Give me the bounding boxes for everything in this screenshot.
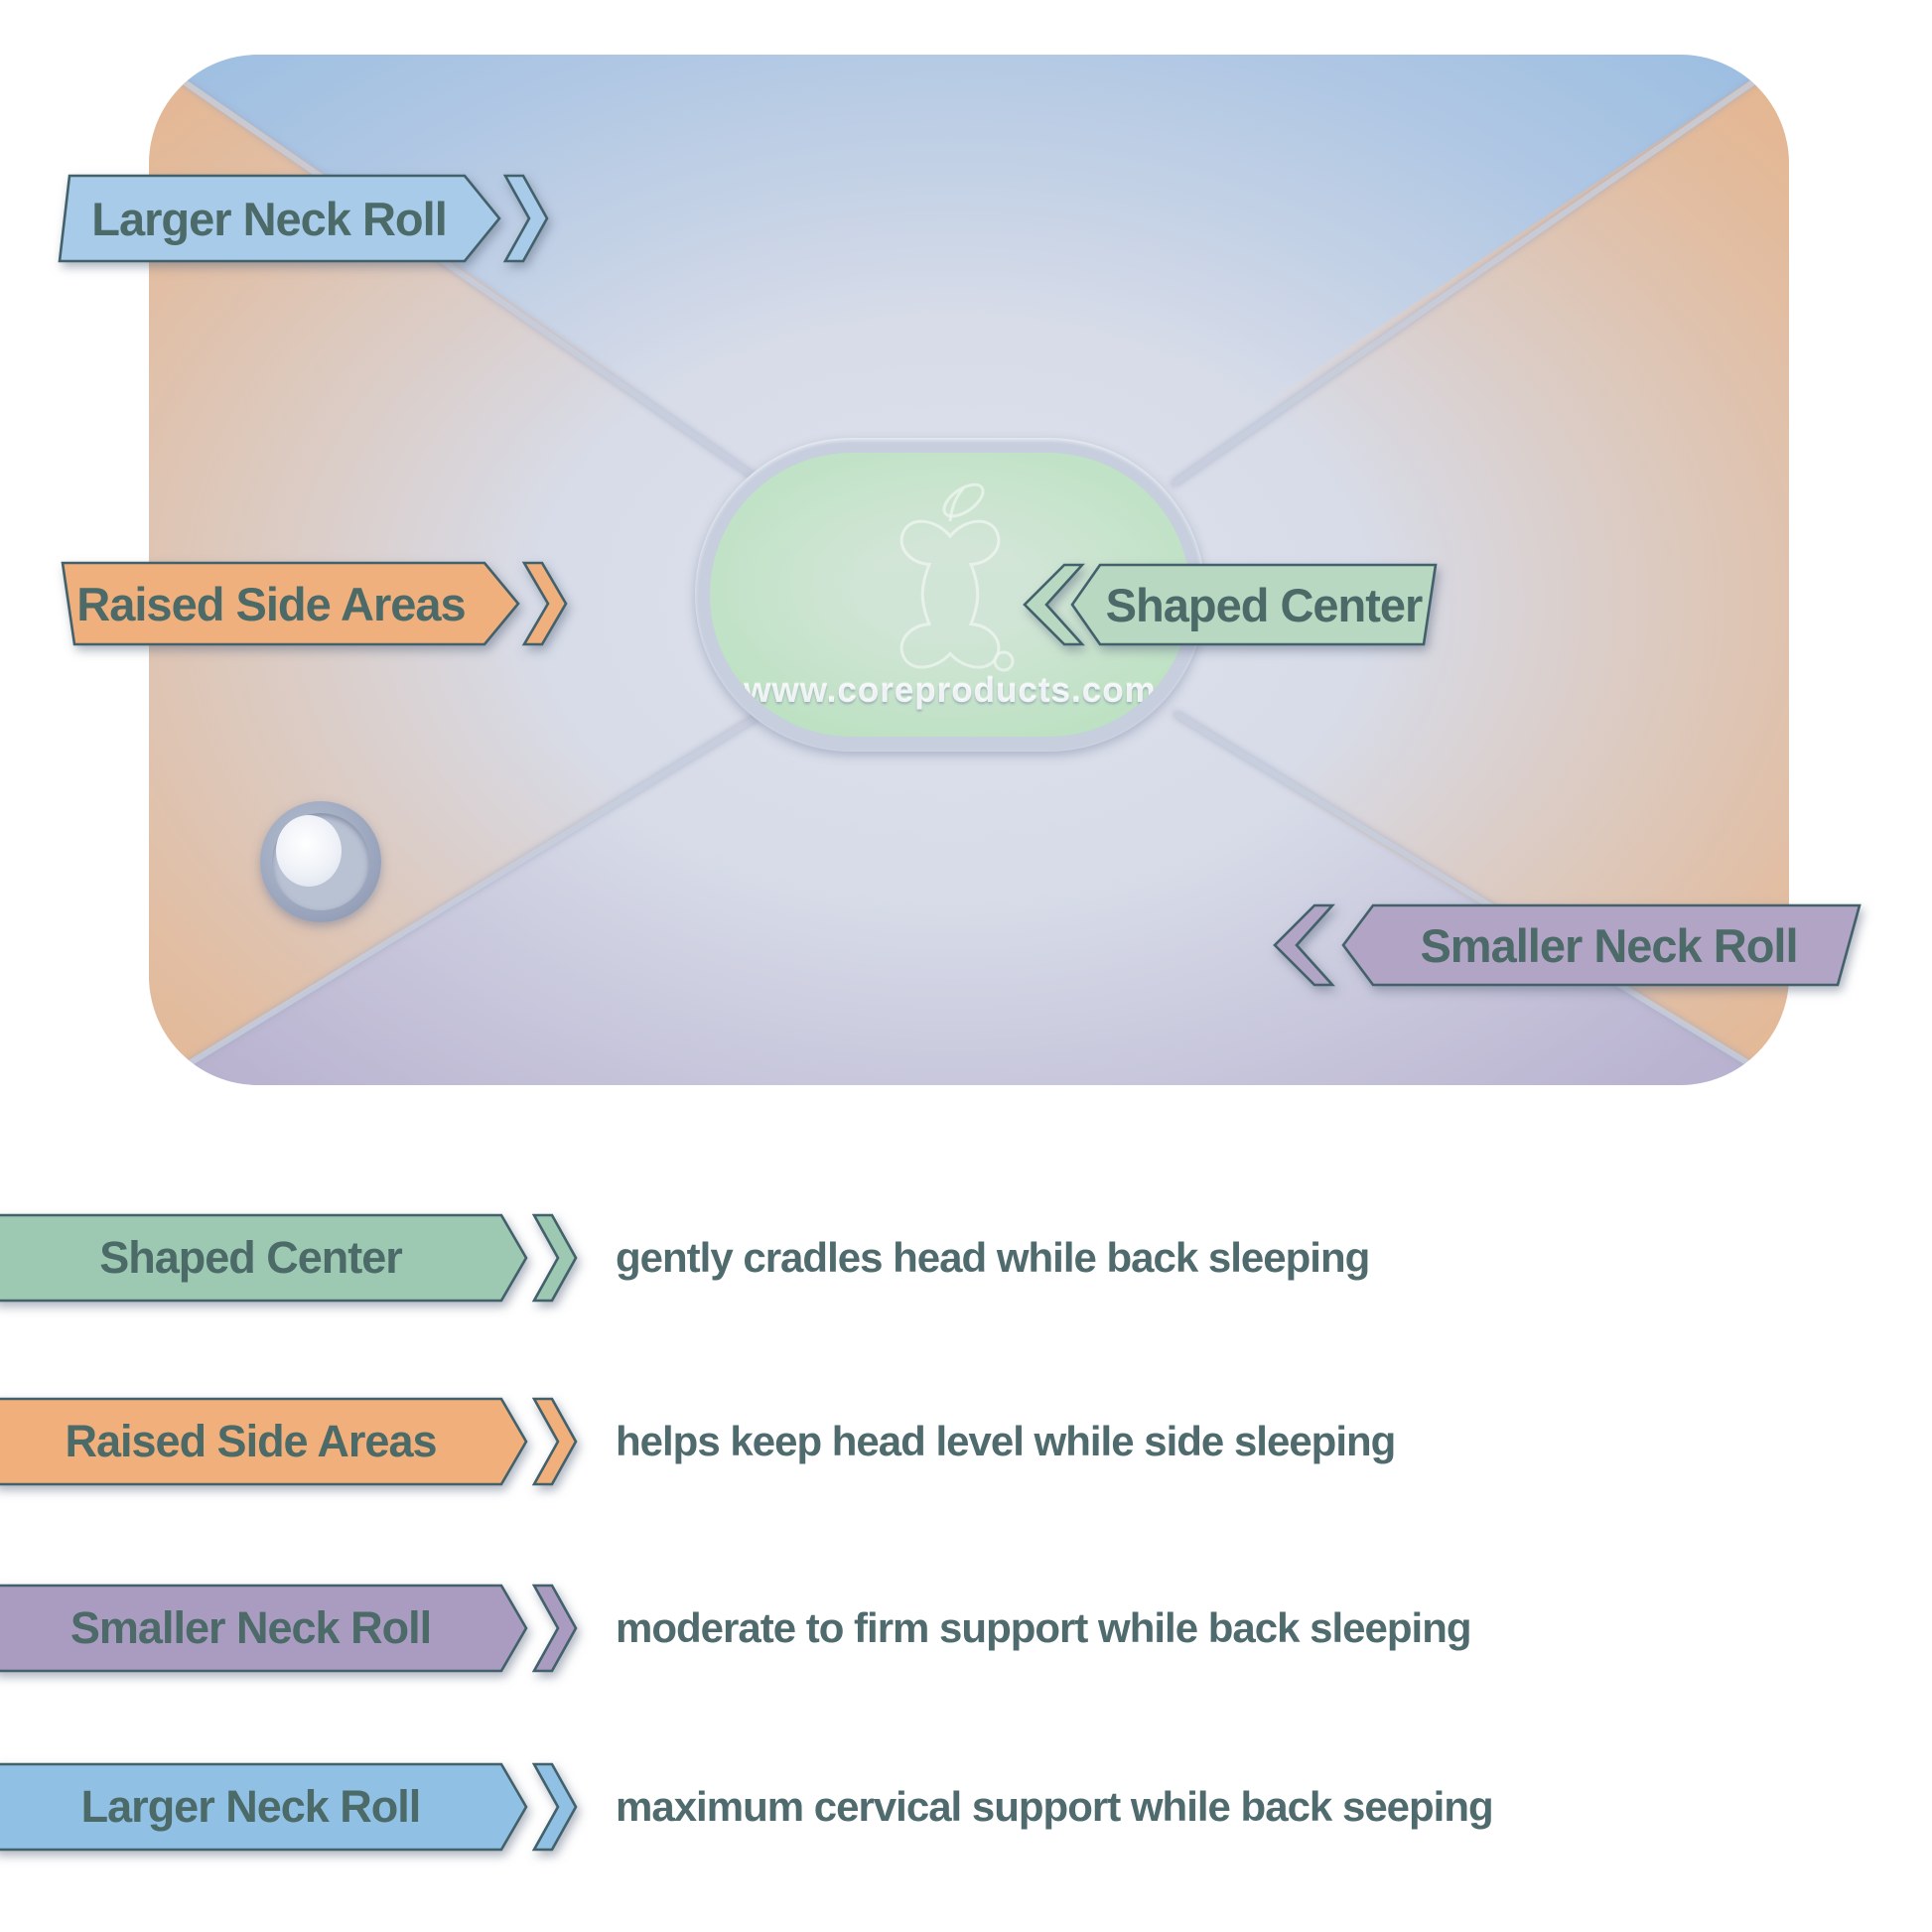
legend-label: Larger Neck Roll: [80, 1781, 422, 1832]
legend-description: maximum cervical support while back seep…: [616, 1783, 1494, 1830]
legend-row-larger-neck-roll: Larger Neck Roll maximum cervical suppor…: [0, 1761, 1932, 1853]
chevron-right-icon: [531, 1213, 578, 1303]
legend-label: Shaped Center: [99, 1232, 403, 1283]
callout-shaped-center: Shaped Center: [1019, 562, 1446, 647]
chevron-right-icon: [502, 174, 549, 263]
chevron-left-icon: [1023, 563, 1085, 646]
apple-core-logo: [899, 483, 1015, 672]
fill-cap: [260, 801, 381, 922]
legend-label: Raised Side Areas: [65, 1416, 437, 1466]
legend-banner: Larger Neck Roll: [0, 1761, 592, 1853]
legend-description: moderate to firm support while back slee…: [616, 1604, 1472, 1651]
banner-shape: [0, 1762, 528, 1852]
chevron-right-icon: [531, 1397, 578, 1486]
fill-cap-plug: [276, 815, 342, 887]
legend-row-shaped-center: Shaped Center gently cradles head while …: [0, 1212, 1932, 1304]
legend-description: gently cradles head while back sleeping: [616, 1234, 1370, 1281]
callout-label: Smaller Neck Roll: [1420, 918, 1798, 972]
water-pillow-illustration: www.coreproducts.com: [149, 55, 1789, 1085]
banner-shape: [0, 1397, 528, 1486]
callout-label: Raised Side Areas: [76, 577, 466, 630]
banner-shape: [1070, 563, 1438, 646]
legend-banner: Raised Side Areas: [0, 1396, 592, 1487]
banner-shape: [61, 561, 520, 646]
legend-banner: Shaped Center: [0, 1212, 592, 1304]
legend-label: Smaller Neck Roll: [69, 1602, 432, 1653]
legend-row-smaller-neck-roll: Smaller Neck Roll moderate to firm suppo…: [0, 1583, 1932, 1674]
banner-shape: [0, 1213, 528, 1303]
legend-description: helps keep head level while side sleepin…: [616, 1418, 1396, 1464]
chevron-right-icon: [521, 561, 568, 646]
chevron-right-icon: [531, 1584, 578, 1673]
callout-label: Shaped Center: [1105, 578, 1424, 631]
callout-raised-side-areas: Raised Side Areas: [58, 560, 570, 647]
banner-shape: [1341, 903, 1862, 987]
chevron-left-icon: [1273, 903, 1335, 987]
callout-smaller-neck-roll: Smaller Neck Roll: [1269, 902, 1864, 988]
banner-shape: [58, 174, 501, 263]
legend-banner: Smaller Neck Roll: [0, 1583, 592, 1674]
chevron-right-icon: [531, 1762, 578, 1852]
banner-shape: [0, 1584, 528, 1673]
embossed-watermark: www.coreproducts.com: [744, 671, 1157, 710]
callout-larger-neck-roll: Larger Neck Roll: [56, 173, 552, 264]
callout-label: Larger Neck Roll: [91, 192, 448, 245]
legend-row-raised-side-areas: Raised Side Areas helps keep head level …: [0, 1396, 1932, 1487]
